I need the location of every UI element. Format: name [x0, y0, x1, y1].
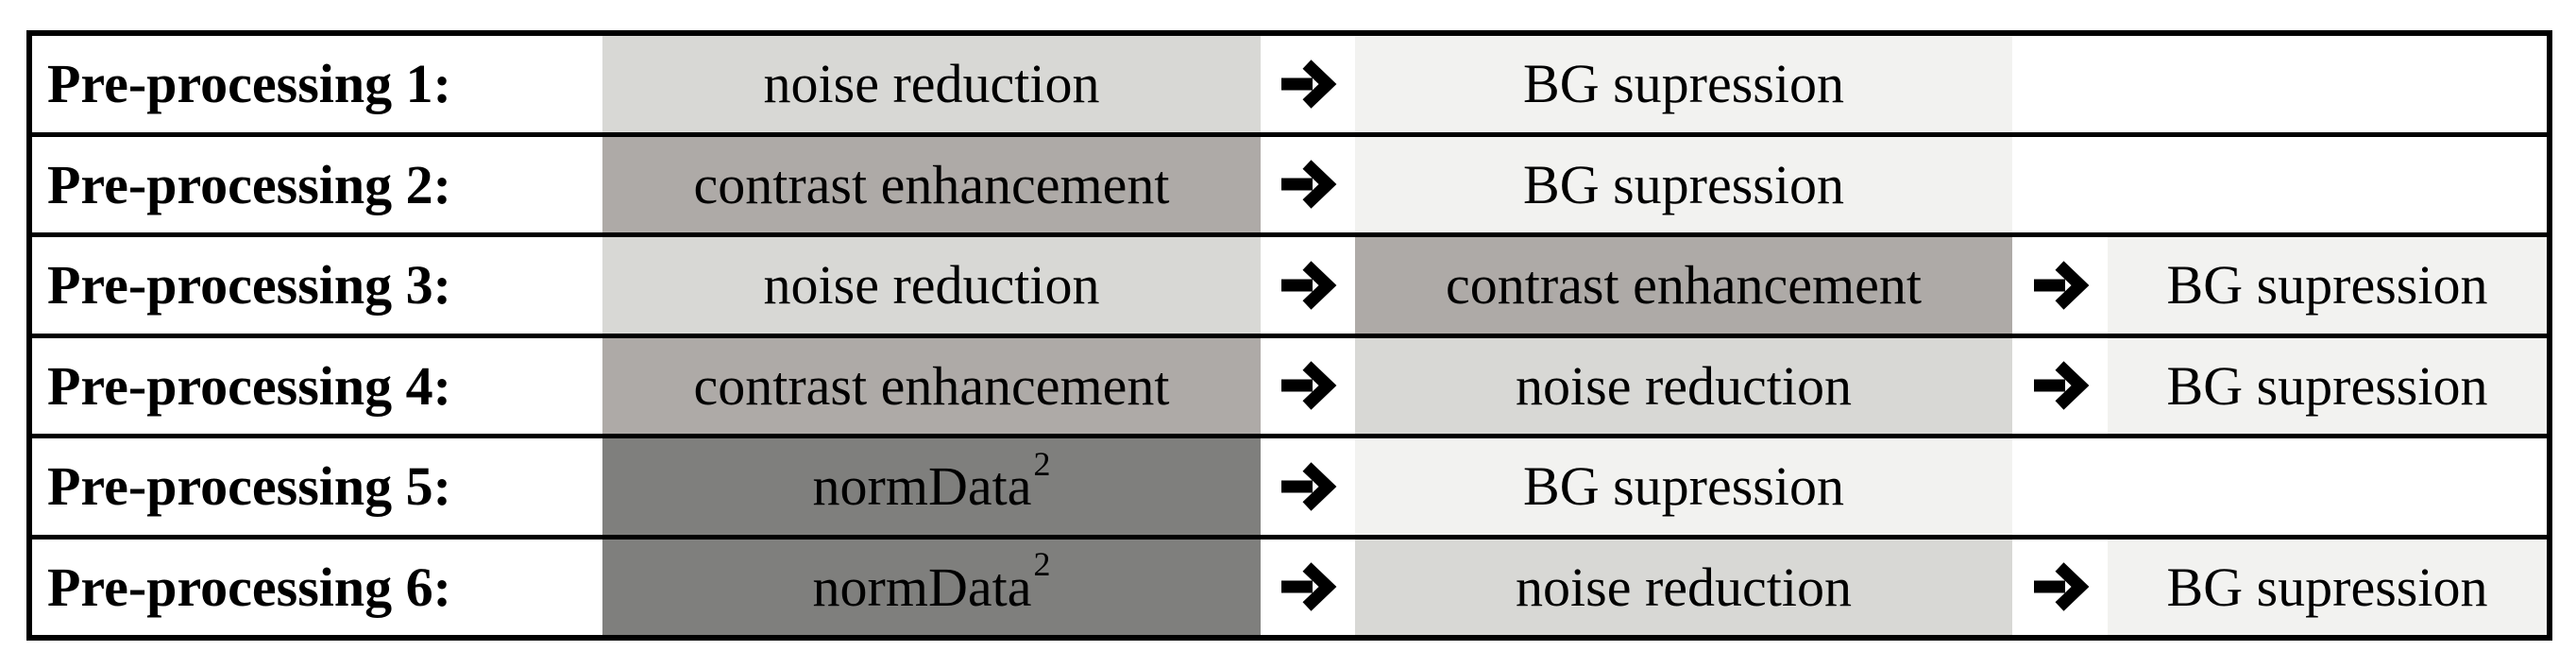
- pre-processing-pipelines-table: Pre-processing 1: noise reduction BG sup…: [26, 30, 2552, 641]
- step-noise-reduction: noise reduction: [602, 237, 1261, 334]
- arrow-cell: [2012, 540, 2108, 636]
- pipeline-row-1: Pre-processing 1: noise reduction BG sup…: [32, 36, 2547, 137]
- step-text: contrast enhancement: [693, 354, 1170, 417]
- step-bg-suppression: BG supression: [1355, 438, 2012, 535]
- arrow-cell: [1261, 438, 1355, 535]
- row-label: Pre-processing 1:: [47, 53, 451, 115]
- step-noise-reduction: noise reduction: [1355, 539, 2012, 635]
- step-text: noise reduction: [763, 254, 1100, 317]
- row-label: Pre-processing 2:: [47, 153, 451, 215]
- arrow-cell: [1261, 137, 1355, 233]
- step-text: BG supression: [1523, 153, 1844, 215]
- step-text: noise reduction: [1516, 354, 1852, 417]
- row-label: Pre-processing 6:: [47, 556, 451, 618]
- step-cell-empty: [2108, 438, 2547, 535]
- right-arrow-icon: [1281, 160, 1337, 209]
- step-text: noise reduction: [1516, 556, 1852, 618]
- arrow-cell: [2012, 237, 2108, 334]
- pipeline-row-4: Pre-processing 4: contrast enhancement n…: [32, 337, 2547, 438]
- step-text: normData: [812, 455, 1032, 518]
- right-arrow-icon: [1281, 462, 1337, 511]
- arrow-cell: [1261, 36, 1355, 132]
- arrow-cell: [1261, 540, 1355, 636]
- step-text: BG supression: [1523, 53, 1844, 115]
- step-bg-suppression: BG supression: [2108, 337, 2547, 434]
- row-label: Pre-processing 4:: [47, 354, 451, 417]
- step-noise-reduction: noise reduction: [1355, 337, 2012, 434]
- arrow-cell-empty: [2012, 438, 2108, 535]
- right-arrow-icon: [2033, 562, 2089, 611]
- step-bg-suppression: BG supression: [2108, 539, 2547, 635]
- arrow-cell: [1261, 338, 1355, 435]
- right-arrow-icon: [2033, 361, 2089, 410]
- row-label: Pre-processing 5:: [47, 455, 451, 518]
- right-arrow-icon: [1281, 261, 1337, 310]
- step-noise-reduction: noise reduction: [602, 36, 1261, 132]
- pipeline-row-3: Pre-processing 3: noise reduction contra…: [32, 237, 2547, 338]
- arrow-cell-empty: [2012, 137, 2108, 233]
- step-bg-suppression: BG supression: [1355, 36, 2012, 132]
- step-cell-empty: [2108, 36, 2547, 132]
- step-text: BG supression: [2166, 354, 2488, 417]
- pipeline-row-2: Pre-processing 2: contrast enhancement B…: [32, 136, 2547, 237]
- right-arrow-icon: [2033, 261, 2089, 310]
- step-text: BG supression: [1523, 455, 1844, 518]
- right-arrow-icon: [1281, 361, 1337, 410]
- step-contrast-enhancement: contrast enhancement: [602, 337, 1261, 434]
- arrow-cell: [2012, 338, 2108, 435]
- step-cell-empty: [2108, 137, 2547, 233]
- step-contrast-enhancement: contrast enhancement: [602, 136, 1261, 232]
- step-text: contrast enhancement: [693, 153, 1170, 215]
- step-text: contrast enhancement: [1445, 254, 1923, 317]
- right-arrow-icon: [1281, 60, 1337, 109]
- step-contrast-enhancement: contrast enhancement: [1355, 237, 2012, 334]
- step-text: BG supression: [2166, 556, 2488, 618]
- step-text: noise reduction: [763, 53, 1100, 115]
- arrow-cell-empty: [2012, 36, 2108, 132]
- arrow-cell: [1261, 237, 1355, 334]
- step-text: BG supression: [2166, 254, 2488, 317]
- right-arrow-icon: [1281, 562, 1337, 611]
- step-text: normData: [812, 556, 1032, 618]
- step-bg-suppression: BG supression: [2108, 237, 2547, 334]
- row-label: Pre-processing 3:: [47, 254, 451, 317]
- step-bg-suppression: BG supression: [1355, 136, 2012, 232]
